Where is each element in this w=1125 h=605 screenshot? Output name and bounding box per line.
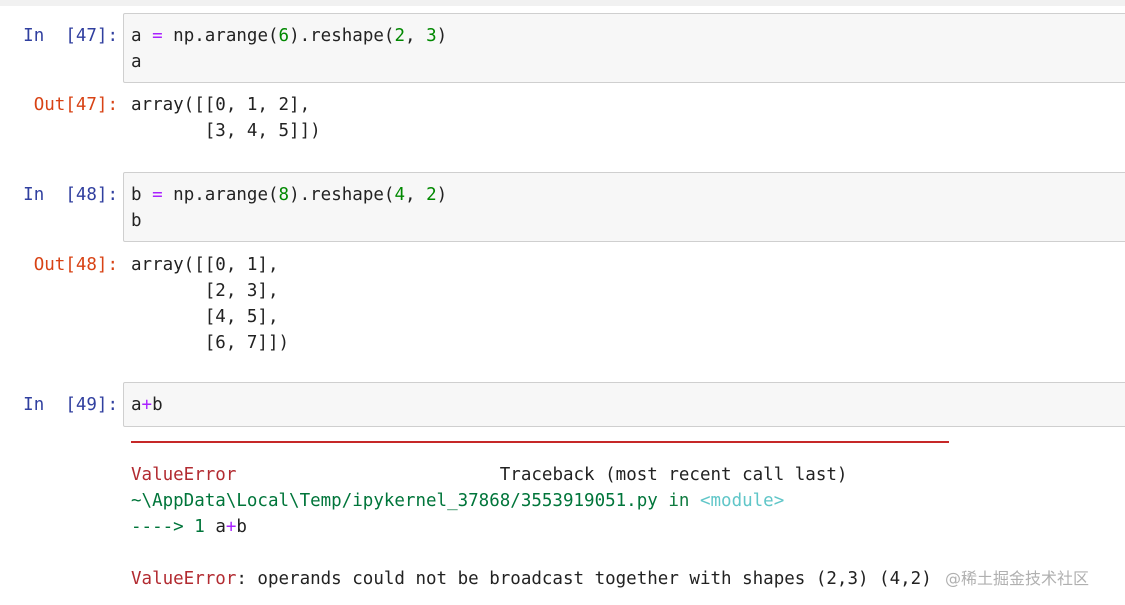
output-line: [4, 5], xyxy=(131,307,279,327)
traceback-code-line: ----> 1 a+b xyxy=(131,517,247,537)
output-line: [6, 7]]) xyxy=(131,333,290,353)
notebook-top-border xyxy=(0,0,1125,6)
code-token: , xyxy=(404,185,427,205)
output-cell-47: array([[0, 1, 2], [3, 4, 5]]) xyxy=(131,92,321,144)
code-cell-48-input[interactable] xyxy=(123,172,1125,242)
spacer xyxy=(689,491,700,511)
traceback-file-path[interactable]: ~\AppData\Local\Temp/ipykernel_37868/355… xyxy=(131,491,658,511)
code-token: = xyxy=(152,185,163,205)
spacer xyxy=(658,491,669,511)
code-token: 6 xyxy=(278,26,290,46)
spacer xyxy=(236,465,499,485)
code-token: = xyxy=(152,26,163,46)
code-token: + xyxy=(141,395,153,415)
code-token: np.arange( xyxy=(162,26,279,46)
output-line: [2, 3], xyxy=(131,281,279,301)
code-cell-47-source[interactable]: a = np.arange(6).reshape(2, 3) a xyxy=(131,23,447,75)
final-error-message: : operands could not be broadcast togeth… xyxy=(236,569,932,589)
traceback-line-code-a: a xyxy=(215,517,226,537)
error-name: ValueError xyxy=(131,465,237,485)
code-cell-49-source[interactable]: a+b xyxy=(131,392,163,418)
code-token: ) xyxy=(436,26,448,46)
output-prompt-48: Out[48]: xyxy=(33,255,118,275)
output-cell-48: array([[0, 1], [2, 3], [4, 5], [6, 7]]) xyxy=(131,252,289,356)
output-line: [3, 4, 5]]) xyxy=(131,121,321,141)
code-token: ) xyxy=(436,185,448,205)
code-line-2: a xyxy=(131,52,142,72)
watermark: @稀土掘金技术社区 xyxy=(945,569,1090,588)
traceback-output: ValueError Traceback (most recent call l… xyxy=(131,462,932,592)
code-line-2: b xyxy=(131,211,142,231)
output-line: array([[0, 1, 2], xyxy=(131,95,311,115)
code-token: 2 xyxy=(394,26,405,46)
output-line: array([[0, 1], xyxy=(131,255,279,275)
input-prompt-48: In [48]: xyxy=(23,185,118,205)
traceback-header: Traceback (most recent call last) xyxy=(499,465,848,485)
code-token: 8 xyxy=(278,185,290,205)
code-token: ).reshape( xyxy=(289,26,395,46)
traceback-line-code-b: b xyxy=(236,517,247,537)
code-token: 2 xyxy=(426,185,437,205)
traceback-in-keyword: in xyxy=(668,491,690,511)
input-prompt-47: In [47]: xyxy=(23,26,118,46)
spacer xyxy=(184,517,195,537)
traceback-module: <module> xyxy=(699,491,785,511)
code-cell-49-input[interactable] xyxy=(123,382,1125,427)
spacer xyxy=(205,517,216,537)
code-cell-48-source[interactable]: b = np.arange(8).reshape(4, 2) b xyxy=(131,182,447,234)
code-token: , xyxy=(404,26,427,46)
code-token: ).reshape( xyxy=(289,185,395,205)
traceback-arrow: ----> xyxy=(131,517,184,537)
code-token: a xyxy=(131,26,153,46)
traceback-separator xyxy=(131,441,949,443)
traceback-line-code-op: + xyxy=(225,517,237,537)
output-prompt-47: Out[47]: xyxy=(33,95,118,115)
code-token: a xyxy=(131,395,142,415)
input-prompt-49: In [49]: xyxy=(23,395,118,415)
code-cell-47-input[interactable] xyxy=(123,13,1125,83)
code-token: np.arange( xyxy=(162,185,279,205)
code-token: b xyxy=(131,185,153,205)
code-token: 4 xyxy=(394,185,405,205)
code-token: 3 xyxy=(426,26,437,46)
final-error-name: ValueError xyxy=(131,569,237,589)
traceback-header-line: ValueError Traceback (most recent call l… xyxy=(131,465,847,485)
code-token: b xyxy=(152,395,163,415)
traceback-line-number: 1 xyxy=(194,517,205,537)
traceback-file-line: ~\AppData\Local\Temp/ipykernel_37868/355… xyxy=(131,491,784,511)
final-error-line: ValueError: operands could not be broadc… xyxy=(131,569,932,589)
